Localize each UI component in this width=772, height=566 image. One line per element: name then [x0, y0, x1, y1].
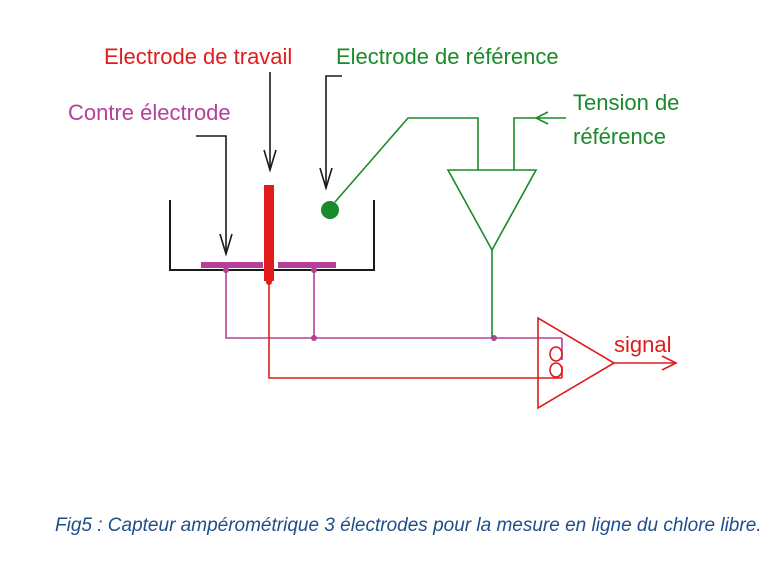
reference-amplifier: [446, 169, 538, 252]
counter-junctions: [223, 267, 497, 341]
pointer-arrows: [196, 72, 342, 257]
arrow-counter-electrode: [196, 135, 227, 254]
figure-caption: Fig5 : Capteur ampérométrique 3 électrod…: [55, 515, 762, 536]
label-reference-voltage-2: référence: [573, 124, 666, 149]
label-reference-electrode: Electrode de référence: [336, 44, 559, 69]
label-counter-electrode: Contre électrode: [68, 100, 231, 125]
working-wiring: [268, 282, 563, 379]
reference-voltage-arrow: [534, 111, 549, 125]
reference-electrode: [321, 201, 339, 219]
arrow-counter-electrode-head: [219, 233, 233, 257]
label-signal: signal: [614, 332, 671, 357]
counter-wiring: [225, 270, 563, 360]
signal-arrow-head: [661, 355, 678, 371]
arrow-reference-electrode-head: [319, 167, 333, 191]
counter-electrode: [201, 262, 336, 268]
arrow-working-electrode-head: [263, 149, 277, 173]
label-reference-voltage-1: Tension de: [573, 90, 679, 115]
reference-wiring: [334, 111, 566, 338]
working-electrode: [264, 185, 274, 281]
transimpedance-amplifier: [537, 316, 678, 410]
arrow-reference-electrode: [325, 75, 342, 188]
label-working-electrode: Electrode de travail: [104, 44, 292, 69]
